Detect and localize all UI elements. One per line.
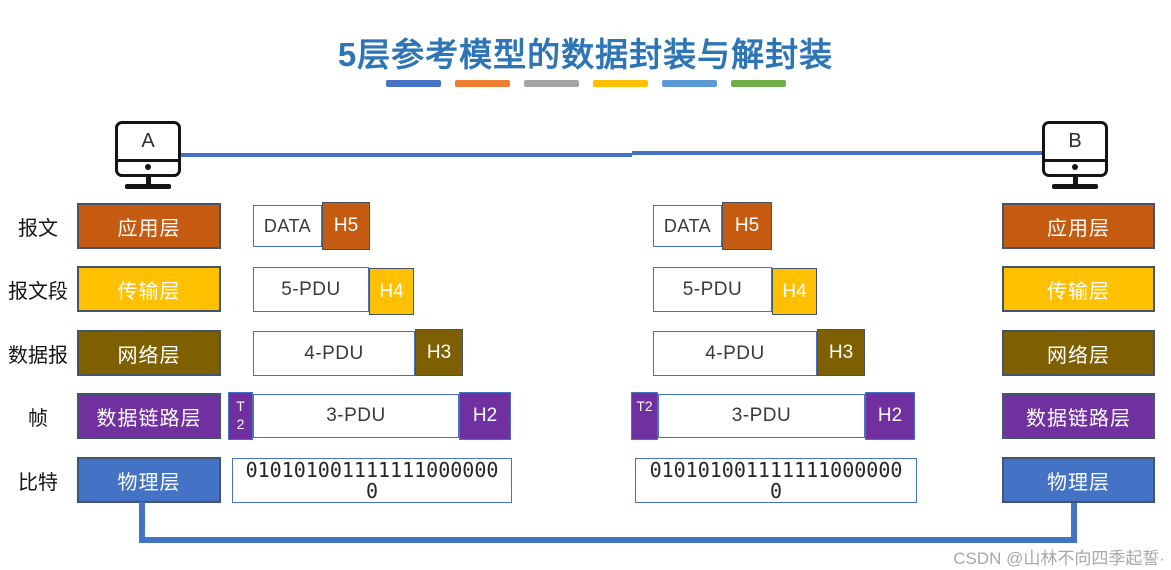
row-label-frame: 帧 [28,407,48,430]
host-link-line-right [632,151,1042,155]
title-divider [0,80,1171,87]
header-box-h4-right: H4 [772,268,817,315]
physical-link-right-vertical [1071,503,1077,543]
computer-b-icon: B [1042,121,1108,177]
row-label-datagram: 数据报 [8,344,68,367]
header-box-h4-left: H4 [369,268,414,315]
monitor-strip [1045,159,1105,174]
physical-link-horizontal [139,537,1077,543]
layer-box-transport-right: 传输层 [1002,266,1155,312]
divider-dash [592,80,648,87]
divider-dash [454,80,510,87]
monitor-dot [1072,164,1078,170]
host-a-label: A [141,130,155,152]
computer-a-icon: A [115,121,181,177]
pdu-box-3pdu-left: 3-PDU [253,394,459,438]
layer-box-physical-right: 物理层 [1002,457,1155,503]
header-box-h5-left: H5 [322,202,370,250]
pdu-box-5pdu-right: 5-PDU [653,267,772,312]
page-title: 5层参考模型的数据封装与解封装 [337,36,834,73]
layer-box-datalink-right: 数据链路层 [1002,393,1155,439]
pdu-box-4pdu-right: 4-PDU [653,331,817,376]
pdu-box-data-left: DATA [253,205,322,247]
trailer-box-t2-left: T2 [228,392,253,440]
row-label-bit: 比特 [18,471,58,494]
monitor-base [125,184,171,189]
header-box-h3-right: H3 [817,329,865,376]
layer-box-network-right: 网络层 [1002,330,1155,376]
layer-box-physical-left: 物理层 [77,457,221,503]
layer-box-transport-left: 传输层 [77,266,221,312]
host-b-label: B [1068,130,1082,152]
pdu-box-4pdu-left: 4-PDU [253,331,415,376]
trailer-box-t2-right: T2 [631,392,658,440]
row-label-message: 报文 [18,217,58,240]
layer-box-network-left: 网络层 [77,330,221,376]
monitor-stand [1073,177,1078,185]
monitor-stand [146,177,151,185]
layer-box-application-right: 应用层 [1002,203,1155,249]
pdu-box-5pdu-left: 5-PDU [253,267,369,312]
watermark: CSDN @山林不向四季起誓· [953,549,1165,568]
divider-dash [385,80,441,87]
layer-box-datalink-left: 数据链路层 [77,393,221,439]
pdu-box-data-right: DATA [653,205,722,247]
layer-box-application-left: 应用层 [77,203,221,249]
monitor-strip [118,159,178,174]
host-link-line-left [181,153,632,157]
header-box-h2-left: H2 [459,392,511,440]
row-label-segment: 报文段 [8,280,68,303]
header-box-h3-left: H3 [415,329,463,376]
monitor-base [1052,184,1098,189]
divider-dash [523,80,579,87]
divider-dash [730,80,786,87]
physical-link-left-vertical [139,502,145,543]
divider-dash [661,80,717,87]
pdu-box-3pdu-right: 3-PDU [658,394,865,438]
header-box-h5-right: H5 [722,202,772,250]
bits-box-right: 0101010011111110000000 [635,458,917,503]
bits-box-left: 0101010011111110000000 [232,458,512,503]
monitor-dot [145,164,151,170]
header-box-h2-right: H2 [865,392,915,440]
